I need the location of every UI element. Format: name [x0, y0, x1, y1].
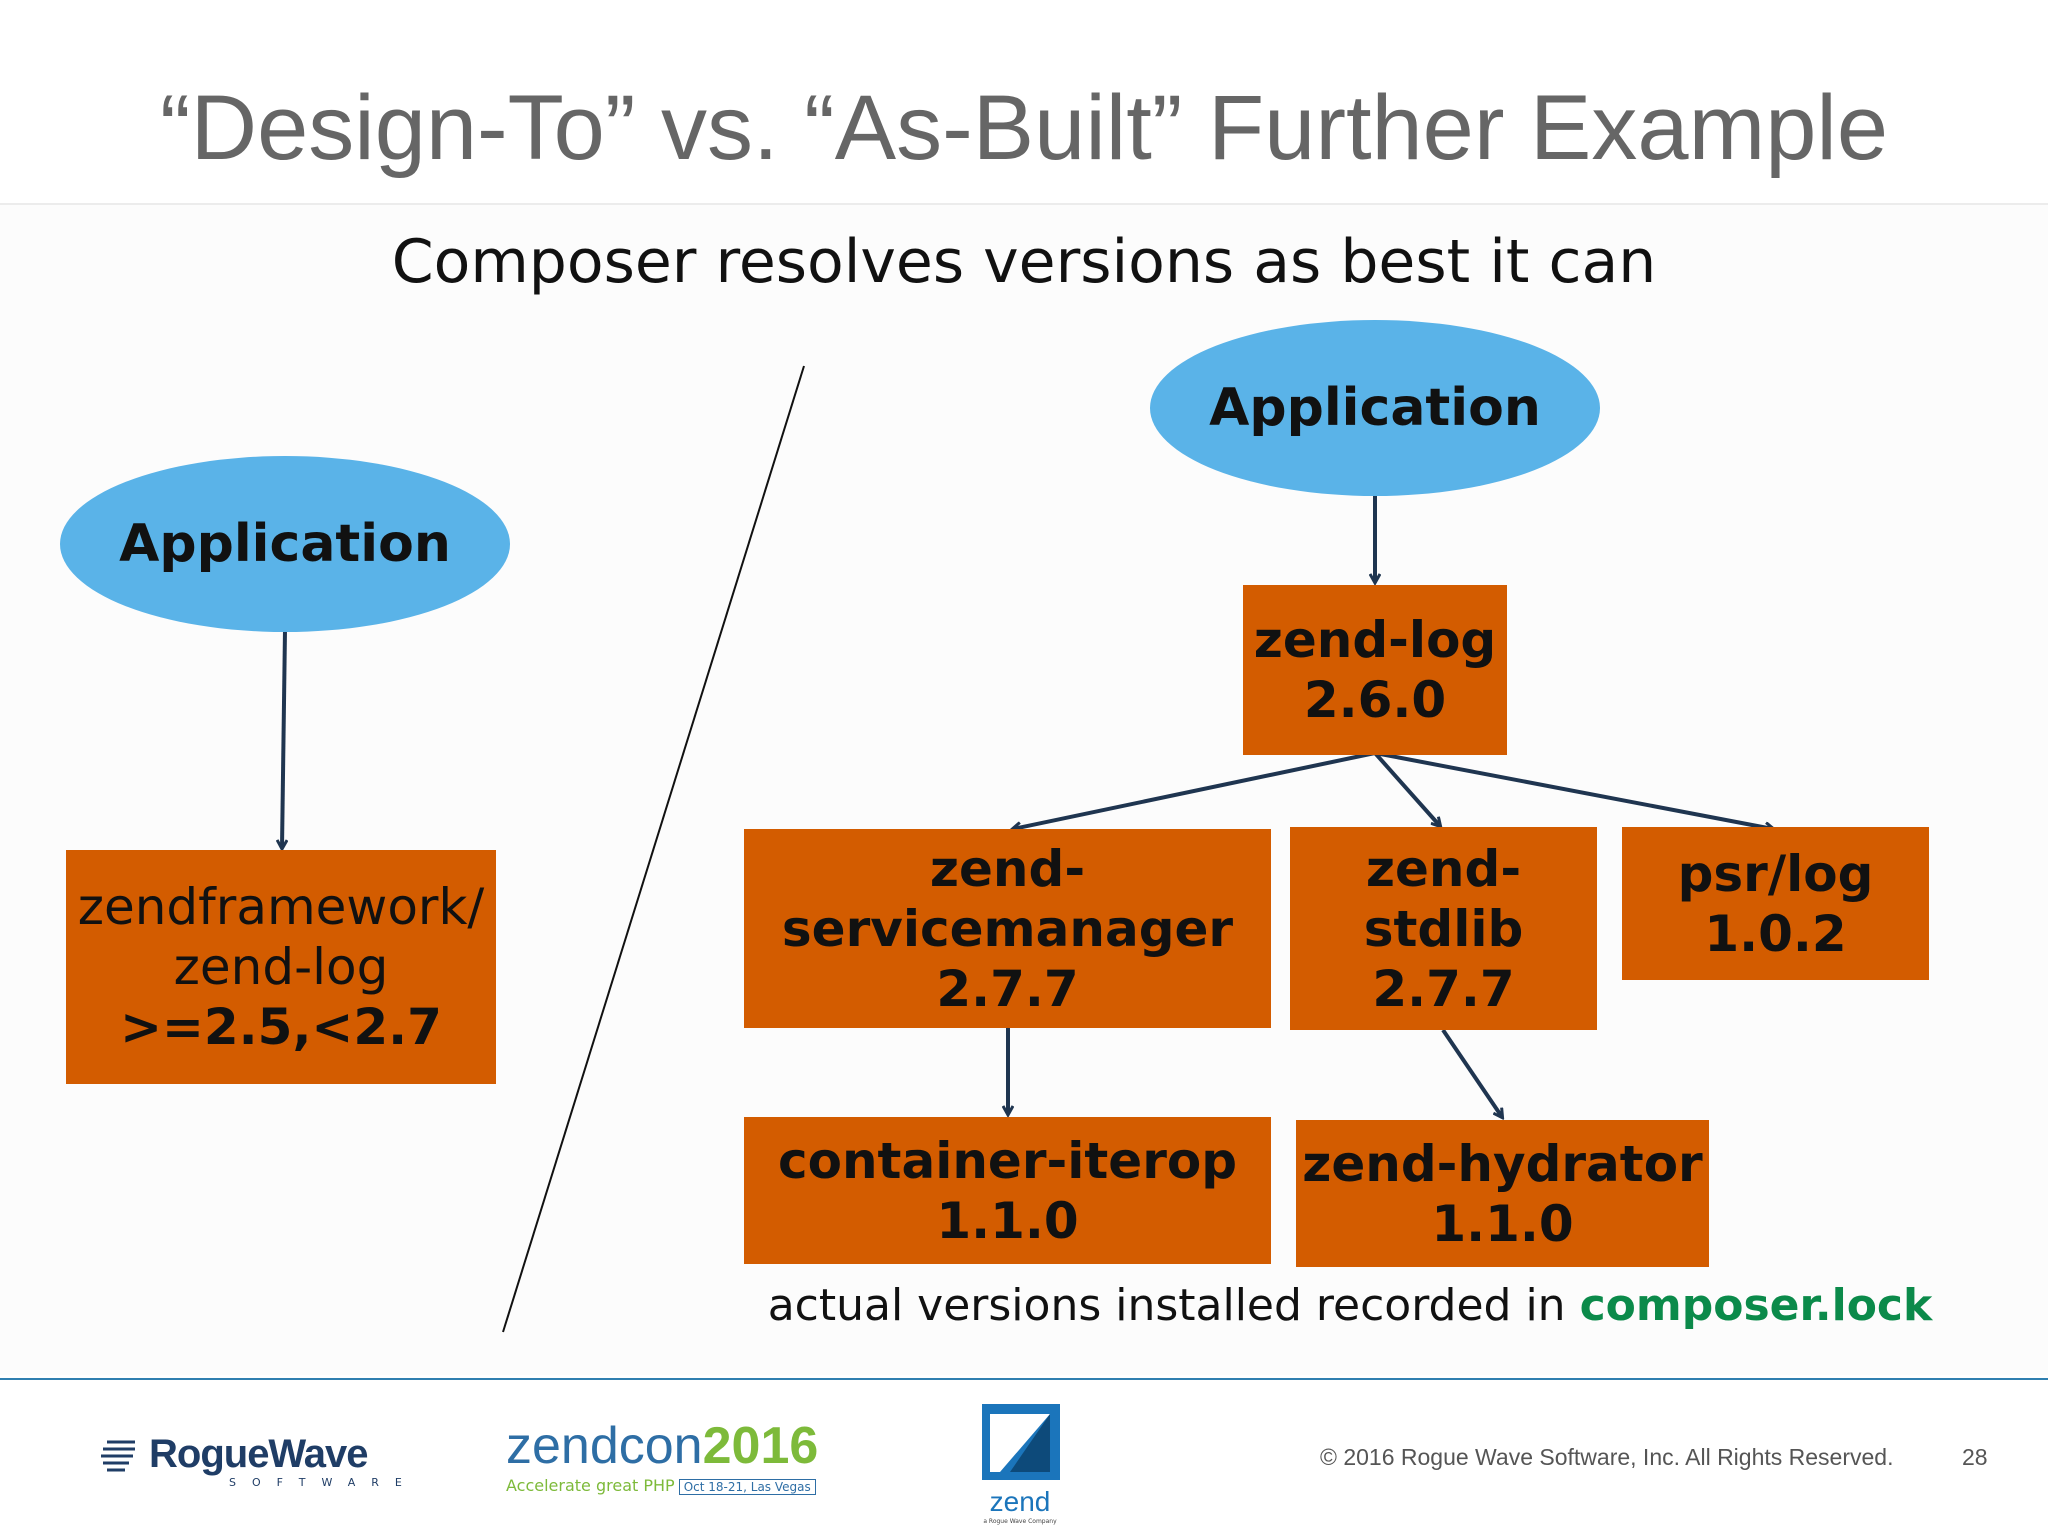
note-text: actual versions installed recorded in: [767, 1280, 1580, 1331]
servicemanager-name-line1: zend-: [929, 839, 1086, 898]
slide-title: “Design-To” vs. “As-Built” Further Examp…: [160, 77, 1888, 179]
package-name-line2: zend-log: [173, 938, 389, 996]
right-application-label: Application: [1209, 377, 1541, 438]
zendcon-tagline: Accelerate great PHP: [506, 1476, 675, 1495]
container-iterop-version: 1.1.0: [936, 1191, 1079, 1250]
left-application-node: Application: [60, 456, 510, 632]
composer-lock-note: actual versions installed recorded in co…: [700, 1280, 2000, 1331]
psr-log-name: psr/log: [1677, 844, 1874, 903]
zend-log-name: zend-log: [1253, 611, 1497, 669]
zend-hydrator-version: 1.1.0: [1431, 1194, 1574, 1253]
zendcon-wordmark: zendcon: [506, 1417, 703, 1475]
zend-hydrator-name: zend-hydrator: [1302, 1134, 1703, 1193]
package-name-line1: zendframework/: [77, 878, 485, 936]
zend-z-icon: [982, 1404, 1060, 1480]
servicemanager-version: 2.7.7: [936, 959, 1079, 1018]
arrow-zend-log-to-stdlib: [1373, 751, 1440, 826]
roguewave-wordmark: RogueWave: [149, 1432, 368, 1476]
arrow-app-to-zendframework-log: [282, 629, 285, 848]
roguewave-software: SOFTWARE: [229, 1476, 418, 1489]
container-iterop-name: container-iterop: [777, 1131, 1238, 1190]
arrow-zend-log-to-servicemanager: [1013, 751, 1376, 829]
psr-log-version: 1.0.2: [1704, 904, 1847, 963]
page-number: 28: [1962, 1444, 1988, 1470]
stdlib-name-line2: stdlib: [1363, 899, 1524, 958]
zend-stdlib-node: zend- stdlib 2.7.7: [1290, 827, 1597, 1030]
footer-divider: [0, 1378, 2048, 1380]
version-constraint: >=2.5,<2.7: [120, 998, 442, 1056]
psr-log-node: psr/log 1.0.2: [1622, 827, 1929, 980]
zend-wordmark: zend: [989, 1486, 1051, 1517]
servicemanager-name-line2: servicemanager: [781, 899, 1234, 958]
zend-subtitle: a Rogue Wave Company: [983, 1518, 1057, 1525]
zend-hydrator-node: zend-hydrator 1.1.0: [1296, 1120, 1709, 1267]
zend-servicemanager-node: zend- servicemanager 2.7.7: [744, 829, 1271, 1028]
zendcon-year: 2016: [702, 1417, 819, 1475]
roguewave-stripes-icon: [101, 1440, 135, 1472]
zend-log-node: zend-log 2.6.0: [1243, 585, 1507, 755]
right-application-node: Application: [1150, 320, 1600, 496]
zendcon-dates: Oct 18-21, Las Vegas: [678, 1479, 816, 1495]
stdlib-name-line1: zend-: [1365, 839, 1522, 898]
arrow-stdlib-to-hydrator: [1441, 1028, 1502, 1117]
title-divider: [0, 203, 2048, 205]
composer-lock-highlight: composer.lock: [1579, 1280, 1933, 1331]
divider-line: [502, 365, 805, 1333]
container-iterop-node: container-iterop 1.1.0: [744, 1117, 1271, 1264]
zendframework-log-node: zendframework/ zend-log >=2.5,<2.7: [66, 850, 496, 1084]
zend-log-version: 2.6.0: [1303, 671, 1447, 729]
stdlib-version: 2.7.7: [1372, 959, 1515, 1018]
zend-logo: zend a Rogue Wave Company: [980, 1404, 1060, 1525]
slide-subtitle: Composer resolves versions as best it ca…: [391, 227, 1657, 297]
arrow-zend-log-to-psr-log: [1374, 751, 1773, 829]
copyright-text: © 2016 Rogue Wave Software, Inc. All Rig…: [1320, 1444, 1894, 1470]
left-application-label: Application: [119, 513, 451, 574]
